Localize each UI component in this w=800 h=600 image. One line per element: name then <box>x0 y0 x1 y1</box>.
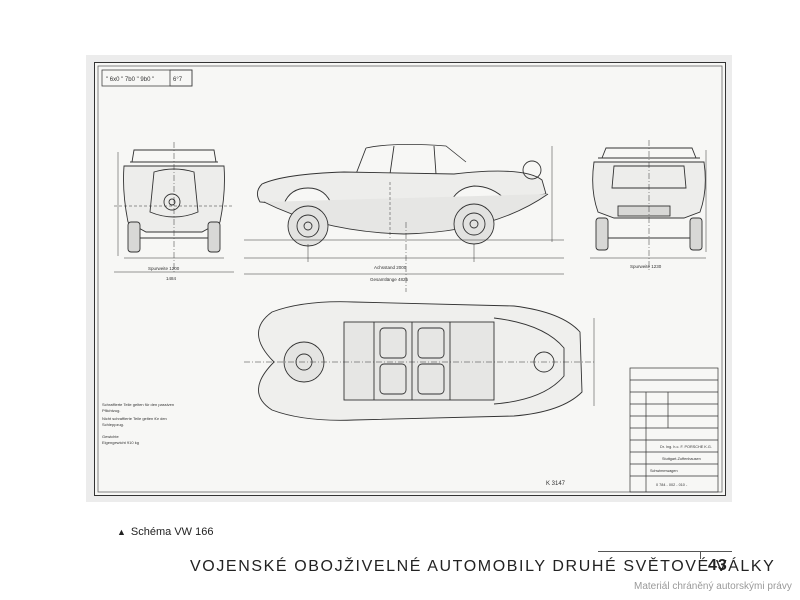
title-block-place: Stuttgart-Zuffenhausen <box>662 457 701 461</box>
blueprint-sheet <box>94 62 726 496</box>
running-footer-title: VOJENSKÉ OBOJŽIVELNÉ AUTOMOBILY DRUHÉ SV… <box>190 558 776 575</box>
page-number: 43 <box>708 557 728 574</box>
rear-view <box>590 140 707 272</box>
front-track-dim: Spurweite 1200 <box>148 266 180 271</box>
vw166-technical-drawing: " 6x0 " 7b0 " 9b0 " 6°7 Spurweite 1200 1… <box>97 65 723 493</box>
figure-caption: ▲ Schéma VW 166 <box>117 526 213 538</box>
svg-text:Gewichte: Gewichte <box>102 434 119 439</box>
plan-view <box>244 301 595 421</box>
drawing-notes: Schraffierte Teile gelten für den passiv… <box>102 402 174 445</box>
rear-track-dim: Spurweite 1230 <box>630 264 662 269</box>
title-block-type: Schwimmwagen <box>650 469 678 473</box>
copyright-notice: Materiál chráněný autorskými právy <box>634 581 792 592</box>
sheet-number: K 3147 <box>546 481 566 487</box>
drawing-stamp: " 6x0 " 7b0 " 9b0 " 6°7 <box>101 69 193 87</box>
title-block-company: Dr. Ing. h.c. F. PORSCHE K.G. <box>660 445 712 449</box>
caption-text: Schéma VW 166 <box>130 526 214 538</box>
svg-text:6°7: 6°7 <box>173 77 183 83</box>
footer-tick <box>700 551 701 559</box>
wheelbase-dim: Achsstand 2000 <box>374 265 407 270</box>
svg-text:Pflichtzug.: Pflichtzug. <box>102 408 120 413</box>
svg-text:Schleppzug.: Schleppzug. <box>102 422 124 427</box>
title-block <box>629 367 719 493</box>
svg-text:Eigengewicht 910 kg: Eigengewicht 910 kg <box>102 440 139 445</box>
side-view <box>244 144 564 292</box>
total-length-dim: Gesamtlänge 4825 <box>370 277 409 282</box>
svg-text:Schraffierte Teile gelten für: Schraffierte Teile gelten für den passiv… <box>102 402 174 407</box>
svg-text:Nicht schraffierte Teile gelte: Nicht schraffierte Teile gelten für den <box>102 416 167 421</box>
svg-text:" 6x0 " 7b0 " 9b0 ": " 6x0 " 7b0 " 9b0 " <box>106 77 154 83</box>
front-width-dim: 1484 <box>166 276 177 281</box>
caption-triangle-icon: ▲ <box>117 527 126 537</box>
title-block-number: 0 784 - 002 - 010 - <box>656 483 688 487</box>
footer-rule <box>598 551 732 552</box>
front-view <box>114 142 234 273</box>
